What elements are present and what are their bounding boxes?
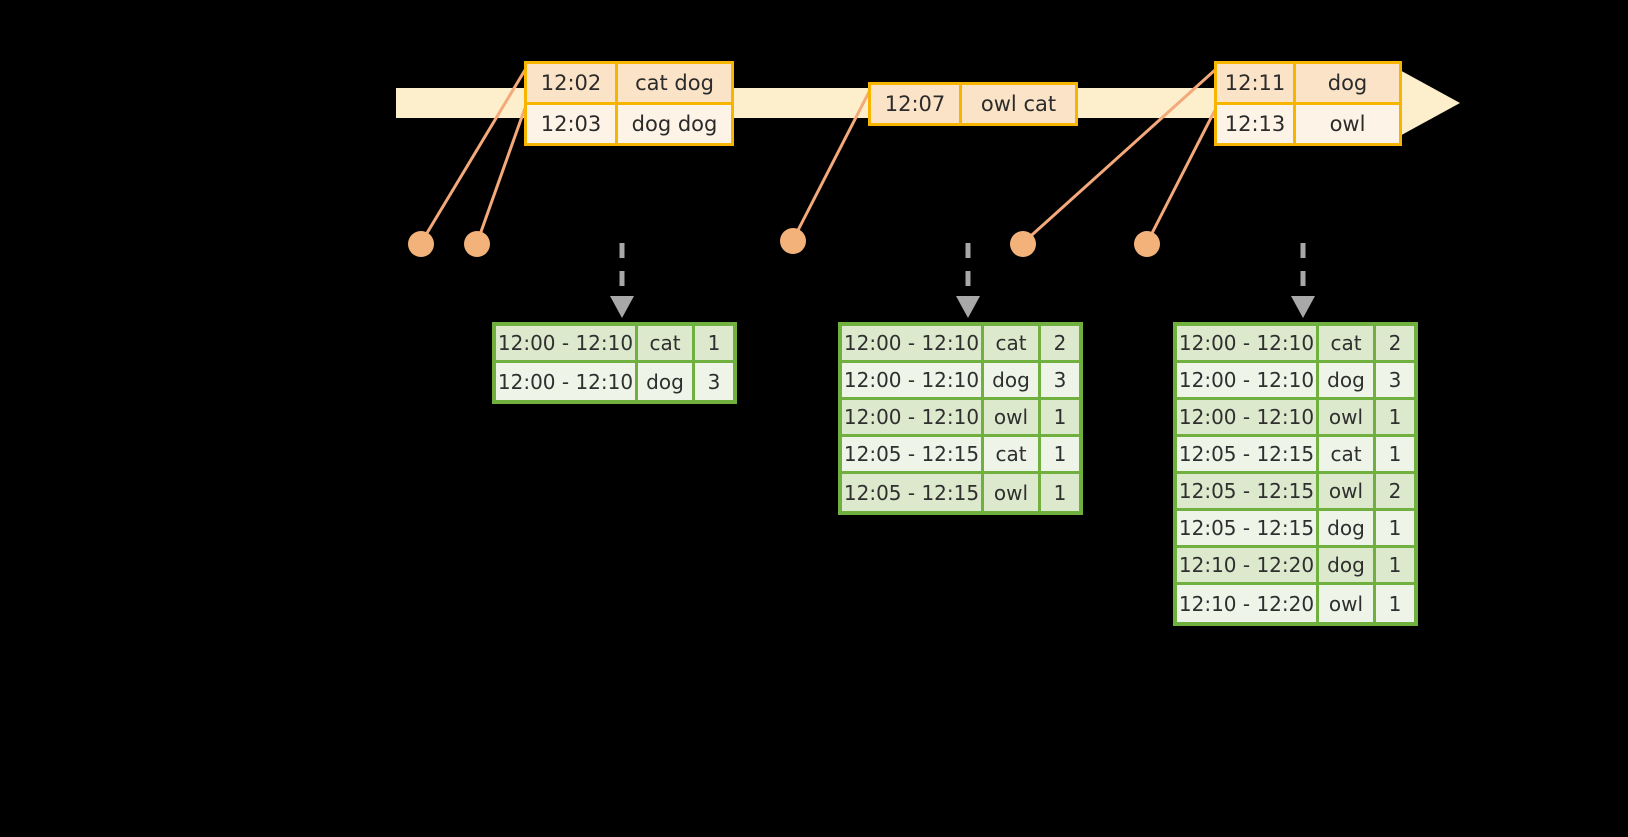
result-word-cell: cat xyxy=(984,437,1041,474)
result-count-cell: 1 xyxy=(1376,548,1414,585)
result-word-cell: owl xyxy=(1319,585,1376,622)
event-row[interactable]: 12:07 owl cat xyxy=(871,85,1075,123)
event-marker-dot-2 xyxy=(464,231,490,257)
event-time: 12:03 xyxy=(527,105,618,143)
dashed-arrow-head-2 xyxy=(956,296,980,318)
result-word-cell: cat xyxy=(638,326,695,363)
event-time: 12:13 xyxy=(1217,105,1296,143)
result-window-cell: 12:00 - 12:10 xyxy=(496,326,638,363)
result-window-cell: 12:00 - 12:10 xyxy=(842,326,984,363)
result-word-cell: dog xyxy=(1319,363,1376,400)
dashed-arrow-head-3 xyxy=(1291,296,1315,318)
result-window-cell: 12:10 - 12:20 xyxy=(1177,548,1319,585)
result-count-cell: 1 xyxy=(695,326,733,363)
result-count-cell: 3 xyxy=(1376,363,1414,400)
result-window-cell: 12:00 - 12:10 xyxy=(842,363,984,400)
event-words: owl xyxy=(1329,112,1366,136)
result-word-cell: owl xyxy=(984,400,1041,437)
result-window-cell: 12:05 - 12:15 xyxy=(1177,511,1319,548)
result-window-cell: 12:10 - 12:20 xyxy=(1177,585,1319,622)
result-count-cell: 3 xyxy=(707,369,721,394)
event-words: dog xyxy=(1327,71,1368,95)
result-count-cell: 1 xyxy=(1041,400,1079,437)
result-count-cell: 1 xyxy=(1388,591,1402,616)
result-count-cell: 3 xyxy=(1041,363,1079,400)
result-count-cell: 1 xyxy=(1053,480,1067,505)
result-count-cell: 2 xyxy=(1376,474,1414,511)
connector-line-3 xyxy=(791,89,872,241)
event-row[interactable]: 12:11 dog xyxy=(1217,64,1399,102)
result-word-cell: dog xyxy=(1319,511,1376,548)
result-window-cell: 12:00 - 12:10 xyxy=(842,400,984,437)
result-count-cell: 1 xyxy=(1376,437,1414,474)
event-time: 12:11 xyxy=(1217,64,1296,102)
result-word-cell: dog xyxy=(1319,548,1376,585)
result-word-cell: cat xyxy=(1319,326,1376,363)
result-word-cell: owl xyxy=(984,474,1041,511)
event-group-2[interactable]: 12:07 owl cat xyxy=(868,82,1078,126)
event-marker-dot-4 xyxy=(1010,231,1036,257)
event-marker-dot-3 xyxy=(780,228,806,254)
result-count-cell: 2 xyxy=(1041,326,1079,363)
result-word-cell: owl xyxy=(1319,474,1376,511)
connector-line-4 xyxy=(1021,68,1217,245)
result-count-cell: 1 xyxy=(1376,400,1414,437)
event-group-1[interactable]: 12:02 cat dog 12:03 dog dog xyxy=(524,61,734,146)
result-window-cell: 12:00 - 12:10 xyxy=(1177,363,1319,400)
event-words: owl cat xyxy=(980,92,1057,116)
result-word-cell: dog xyxy=(638,363,695,400)
connector-line-2 xyxy=(475,107,527,244)
event-row[interactable]: 12:03 dog dog xyxy=(527,102,731,143)
result-word-cell: cat xyxy=(1319,437,1376,474)
result-word-cell: owl xyxy=(1319,400,1376,437)
connector-line-5 xyxy=(1145,109,1217,244)
result-count-cell: 2 xyxy=(1376,326,1414,363)
result-word-cell: cat xyxy=(984,326,1041,363)
result-window-cell: 12:05 - 12:15 xyxy=(1177,474,1319,511)
result-window-cell: 12:00 - 12:10 xyxy=(1177,400,1319,437)
timeline-arrowhead xyxy=(1396,68,1460,138)
result-count-cell: 1 xyxy=(1376,511,1414,548)
event-row[interactable]: 12:13 owl xyxy=(1217,102,1399,143)
result-window-cell: 12:05 - 12:15 xyxy=(1177,437,1319,474)
connector-line-1 xyxy=(419,69,527,244)
event-time: 12:02 xyxy=(527,64,618,102)
event-marker-dot-1 xyxy=(408,231,434,257)
result-count-cell: 1 xyxy=(1041,437,1079,474)
result-window-cell: 12:05 - 12:15 xyxy=(842,437,984,474)
event-time: 12:07 xyxy=(871,85,962,123)
result-window-cell: 12:00 - 12:10 xyxy=(1177,326,1319,363)
event-words: cat dog xyxy=(635,71,714,95)
event-marker-dot-5 xyxy=(1134,231,1160,257)
event-row[interactable]: 12:02 cat dog xyxy=(527,64,731,102)
result-window-cell: 12:00 - 12:10 xyxy=(496,363,638,400)
event-words: dog dog xyxy=(631,112,718,136)
result-window-cell: 12:05 - 12:15 xyxy=(842,474,984,511)
event-group-3[interactable]: 12:11 dog 12:13 owl xyxy=(1214,61,1402,146)
result-word-cell: dog xyxy=(984,363,1041,400)
dashed-arrow-head-1 xyxy=(610,296,634,318)
